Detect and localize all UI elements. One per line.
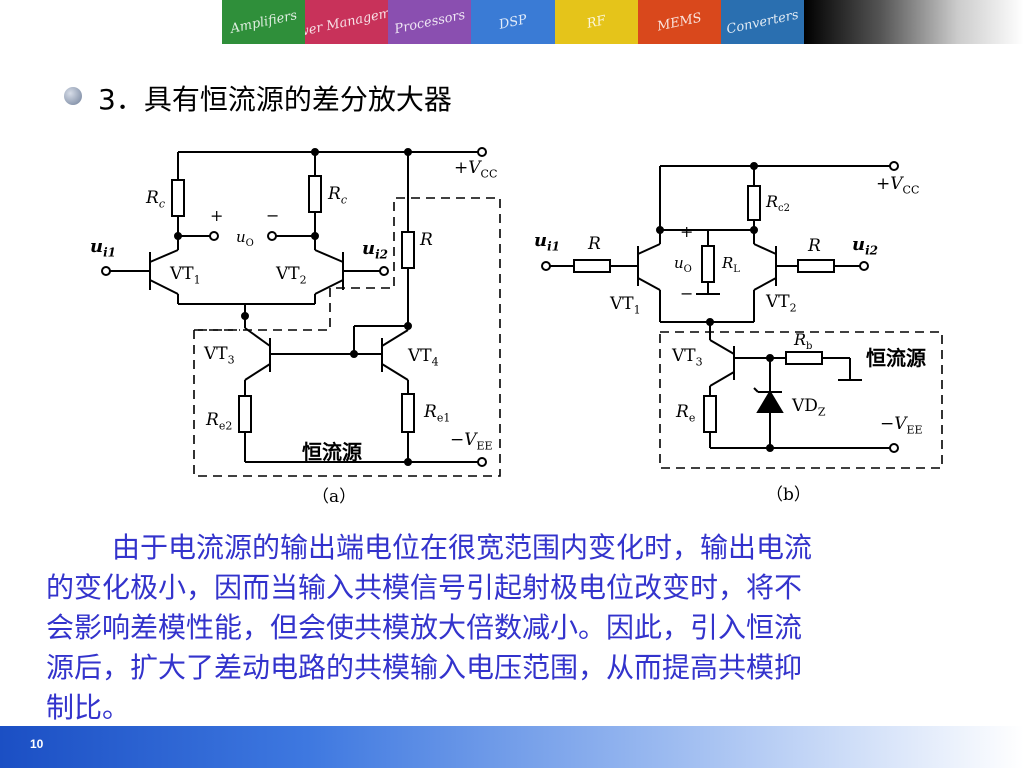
caption-a: （a） (312, 487, 357, 507)
ui1-label-a: ui1 (90, 236, 117, 260)
banner-tile-converters: Converters (720, 0, 804, 44)
ui2-label-a: ui2 (362, 238, 389, 262)
paragraph-line: 源后，扩大了差动电路的共模输入电压范围，从而提高共模抑 (46, 651, 803, 684)
plus-label-a: + (210, 206, 224, 225)
paragraph-line: 会影响差模性能，但会使共模放大倍数减小。因此，引入恒流 (46, 611, 803, 644)
uo-label-b: uO (674, 254, 692, 275)
banner-tile-rf: RF (554, 0, 638, 44)
minus-label-b: − (680, 284, 694, 303)
page-number: 10 (30, 737, 44, 751)
vt3-label-b: VT3 (672, 346, 703, 369)
bullet-icon (64, 87, 82, 105)
plus-label-b: + (680, 222, 694, 241)
circuit-b-diagram (541, 161, 943, 469)
vee-label-a: −VEE (450, 430, 493, 453)
paragraph-line: 制比。 (46, 691, 131, 724)
paragraph-line: 由于电流源的输出端电位在很宽范围内变化时，输出电流 (112, 531, 813, 564)
vt1-label-b: VT1 (610, 294, 641, 317)
r-left-label-b: R (588, 234, 601, 254)
circuit-a-labels: +VCC Rc Rc R + − uO ui1 ui2 VT1 VT2 VT3 … (90, 140, 520, 510)
uo-label-a: uO (236, 228, 254, 249)
circuit-b-labels: +VCC Rc2 + − uO RL R R ui1 ui2 VT1 VT2 V… (530, 150, 960, 510)
caption-b: （b） (766, 485, 811, 505)
vt3-label-a: VT3 (204, 344, 235, 367)
r-label-a: R (420, 230, 433, 250)
banner-tile-processors: Processors (388, 0, 472, 44)
vt2-label-a: VT2 (276, 264, 307, 287)
rc2-label-b: Rc2 (766, 192, 791, 215)
banner-tile-amplifiers: Amplifiers (222, 0, 306, 44)
circuit-a-diagram (101, 147, 501, 477)
rl-label-b: RL (722, 254, 740, 275)
banner-gradient (804, 0, 1024, 44)
re1-label-a: Re1 (424, 402, 451, 425)
re2-label-a: Re2 (206, 410, 233, 433)
banner-tile-dsp: DSP (471, 0, 555, 44)
vt1-label-a: VT1 (170, 264, 201, 287)
source-label-a: 恒流源 (302, 440, 362, 464)
vee-label-b: −VEE (880, 414, 923, 437)
rc-left-label: Rc (146, 188, 165, 211)
source-label-b: 恒流源 (866, 346, 926, 370)
ui2-label-b: ui2 (852, 234, 879, 258)
rb-label-b: Rb (794, 330, 813, 353)
vcc-label-a: +VCC (454, 158, 498, 181)
vt4-label-a: VT4 (408, 346, 439, 369)
vdz-label-b: VDZ (792, 396, 826, 419)
vt2-label-b: VT2 (766, 292, 797, 315)
re-label-b: Re (676, 402, 696, 425)
slide-heading: 3．具有恒流源的差分放大器 (98, 83, 452, 116)
vcc-label-b: +VCC (876, 174, 920, 197)
banner-tile-mems: MEMS (637, 0, 721, 44)
header-banner: Amplifiers Power Management Processors D… (222, 0, 804, 44)
footer-bar (0, 726, 1024, 768)
ui1-label-b: ui1 (534, 230, 561, 254)
body-paragraph: 由于电流源的输出端电位在很宽范围内变化时，输出电流 的变化极小，因而当输入共模信… (46, 528, 976, 728)
rc-right-label: Rc (328, 184, 347, 207)
minus-label-a: − (266, 206, 280, 225)
paragraph-line: 的变化极小，因而当输入共模信号引起射极电位改变时，将不 (46, 571, 803, 604)
banner-tile-power: Power Management (305, 0, 389, 44)
r-right-label-b: R (808, 236, 821, 256)
